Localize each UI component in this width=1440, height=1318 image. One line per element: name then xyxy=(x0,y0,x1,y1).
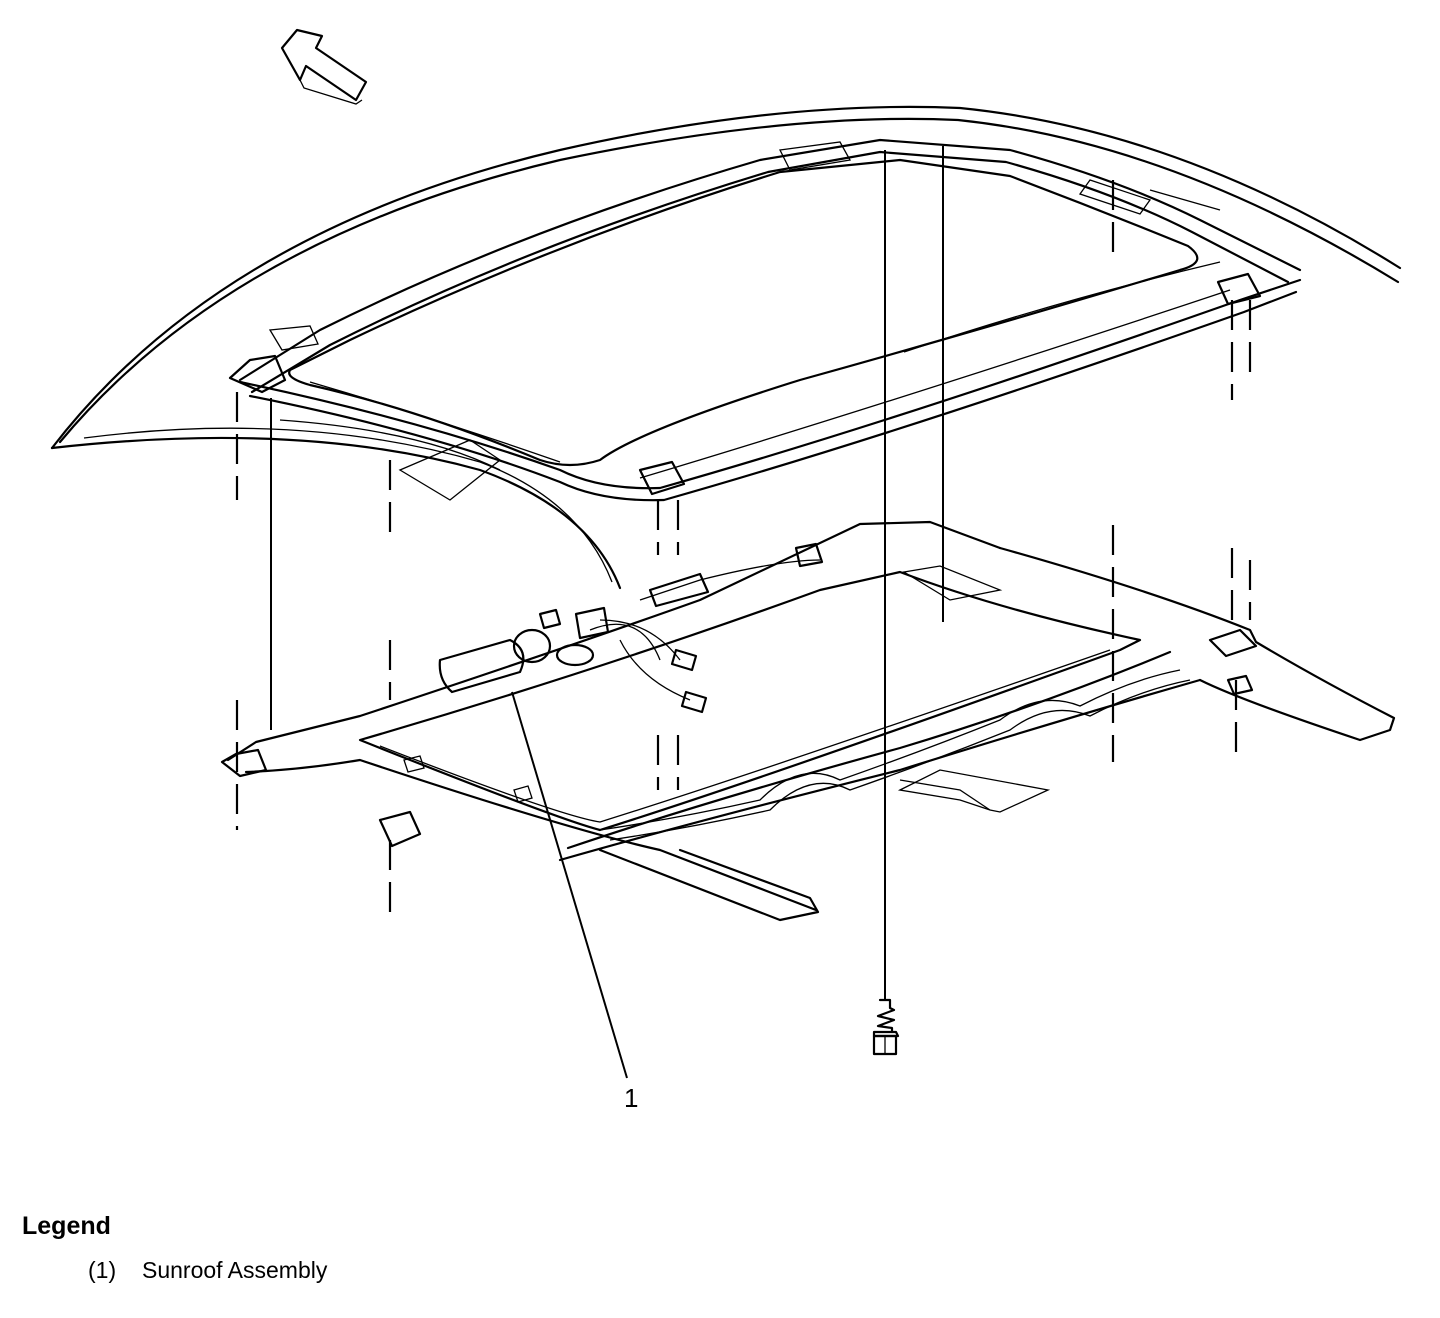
bolt-icon xyxy=(872,998,900,1056)
callout-1: 1 xyxy=(511,691,638,1113)
legend-item-text: Sunroof Assembly xyxy=(142,1257,328,1283)
alignment-lines xyxy=(235,146,1252,1000)
legend-item-number: (1) xyxy=(88,1257,117,1283)
sunroof-exploded-diagram: 1 xyxy=(50,28,1402,1113)
legend-title: Legend xyxy=(22,1212,111,1240)
callout-1-label: 1 xyxy=(624,1083,638,1113)
direction-arrow-icon xyxy=(280,28,368,105)
sunroof-assembly xyxy=(220,520,1396,922)
legend-list: (1) Sunroof Assembly xyxy=(88,1257,327,1284)
roof-panel xyxy=(50,105,1402,590)
legend-item: (1) Sunroof Assembly xyxy=(88,1257,327,1284)
legend: Legend (1) Sunroof Assembly xyxy=(22,1212,327,1284)
